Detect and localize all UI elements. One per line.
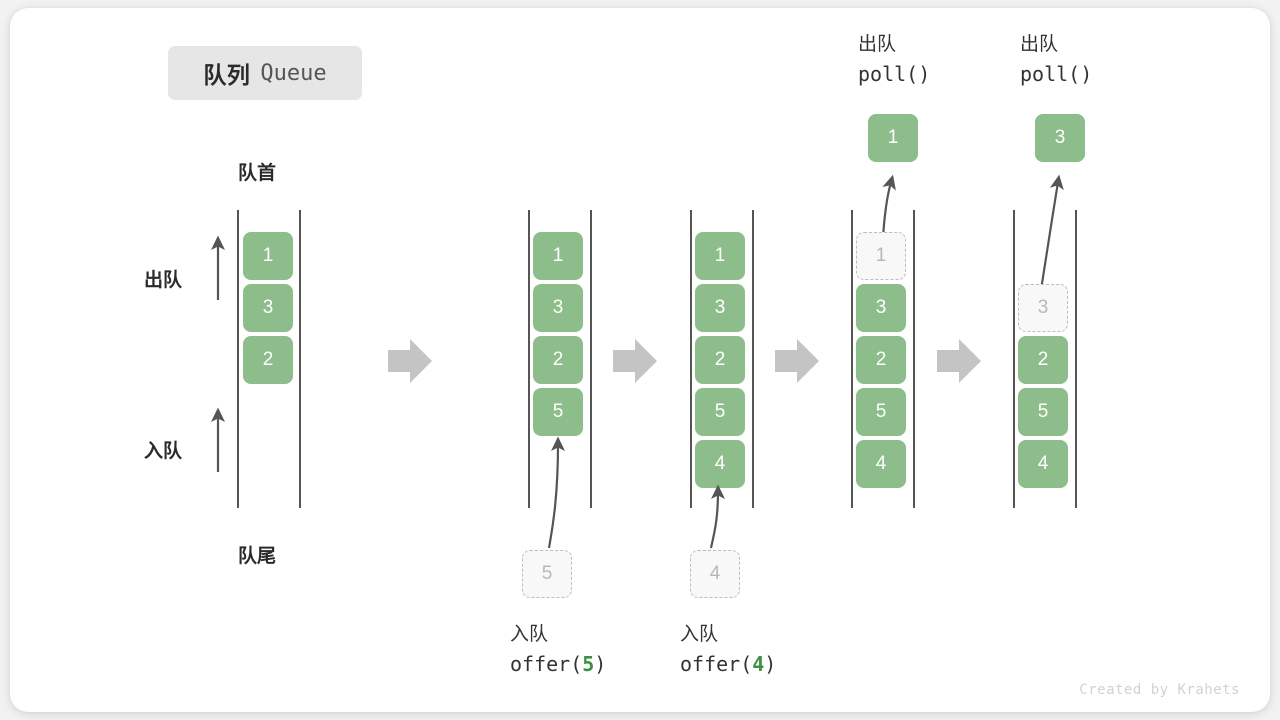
queue-item: 4: [1018, 440, 1068, 488]
queue-item: 5: [856, 388, 906, 436]
incoming-ghost-item: 5: [522, 550, 572, 598]
queue-item: 2: [1018, 336, 1068, 384]
operation-label-poll-1: 出队 poll(): [858, 30, 930, 90]
code-prefix: poll(: [858, 62, 919, 87]
queue-item: 2: [533, 336, 583, 384]
queue-item: 1: [243, 232, 293, 280]
label-rear: 队尾: [238, 546, 277, 567]
queue-item: 5: [1018, 388, 1068, 436]
rail-right: [299, 210, 301, 508]
queue-item-ghost: 3: [1018, 284, 1068, 332]
operation-code: offer(4): [680, 649, 776, 680]
code-prefix: poll(: [1020, 62, 1081, 87]
operation-label-poll-3: 出队 poll(): [1020, 30, 1092, 90]
operation-code: poll(): [858, 59, 930, 90]
queue-item: 1: [533, 232, 583, 280]
code-suffix: ): [594, 652, 607, 677]
operation-cn: 入队: [680, 624, 719, 645]
flow-arrow-icon: [388, 339, 432, 383]
title-en: Queue: [260, 60, 327, 86]
queue-item: 4: [695, 440, 745, 488]
rail-left: [1013, 210, 1015, 508]
operation-label-offer-4: 入队 offer(4): [680, 620, 776, 680]
operation-cn: 出队: [858, 34, 897, 55]
flow-arrow-icon: [937, 339, 981, 383]
queue-item: 2: [243, 336, 293, 384]
operation-code: poll(): [1020, 59, 1092, 90]
rail-left: [851, 210, 853, 508]
queue-item-ghost: 1: [856, 232, 906, 280]
queue-item: 2: [695, 336, 745, 384]
queue-item: 4: [856, 440, 906, 488]
dequeue-curve-arrow: [1039, 174, 1064, 291]
queue-item: 1: [695, 232, 745, 280]
queue-item: 5: [695, 388, 745, 436]
label-dequeue: 出队: [144, 270, 183, 291]
rail-right: [913, 210, 915, 508]
rail-left: [237, 210, 239, 508]
code-suffix: ): [918, 62, 931, 87]
operation-cn: 入队: [510, 624, 549, 645]
queue-item: 2: [856, 336, 906, 384]
queue-item: 3: [695, 284, 745, 332]
watermark-text: Created by Krahets: [1079, 682, 1240, 698]
code-prefix: offer(: [510, 652, 583, 677]
rail-left: [528, 210, 530, 508]
queue-item: 3: [856, 284, 906, 332]
queue-item: 3: [243, 284, 293, 332]
label-enqueue: 入队: [144, 441, 183, 462]
flow-arrow-icon: [613, 339, 657, 383]
code-arg: 5: [582, 652, 595, 677]
rail-left: [690, 210, 692, 508]
title-cn: 队列: [203, 62, 251, 88]
queue-item: 5: [533, 388, 583, 436]
enqueue-curve-arrow: [709, 484, 726, 549]
operation-code: offer(5): [510, 649, 606, 680]
rail-right: [590, 210, 592, 508]
flow-arrow-icon: [775, 339, 819, 383]
label-front: 队首: [238, 163, 277, 184]
enqueue-curve-arrow: [547, 436, 566, 549]
operation-cn: 出队: [1020, 34, 1059, 55]
incoming-ghost-item: 4: [690, 550, 740, 598]
queue-item: 3: [533, 284, 583, 332]
operation-label-offer-5: 入队 offer(5): [510, 620, 606, 680]
diagram-title-chip: 队列 Queue: [168, 46, 362, 100]
code-suffix: ): [1080, 62, 1093, 87]
polled-result-item: 3: [1035, 114, 1085, 162]
rail-right: [752, 210, 754, 508]
code-prefix: offer(: [680, 652, 753, 677]
code-arg: 4: [752, 652, 765, 677]
code-suffix: ): [764, 652, 777, 677]
rail-right: [1075, 210, 1077, 508]
polled-result-item: 1: [868, 114, 918, 162]
